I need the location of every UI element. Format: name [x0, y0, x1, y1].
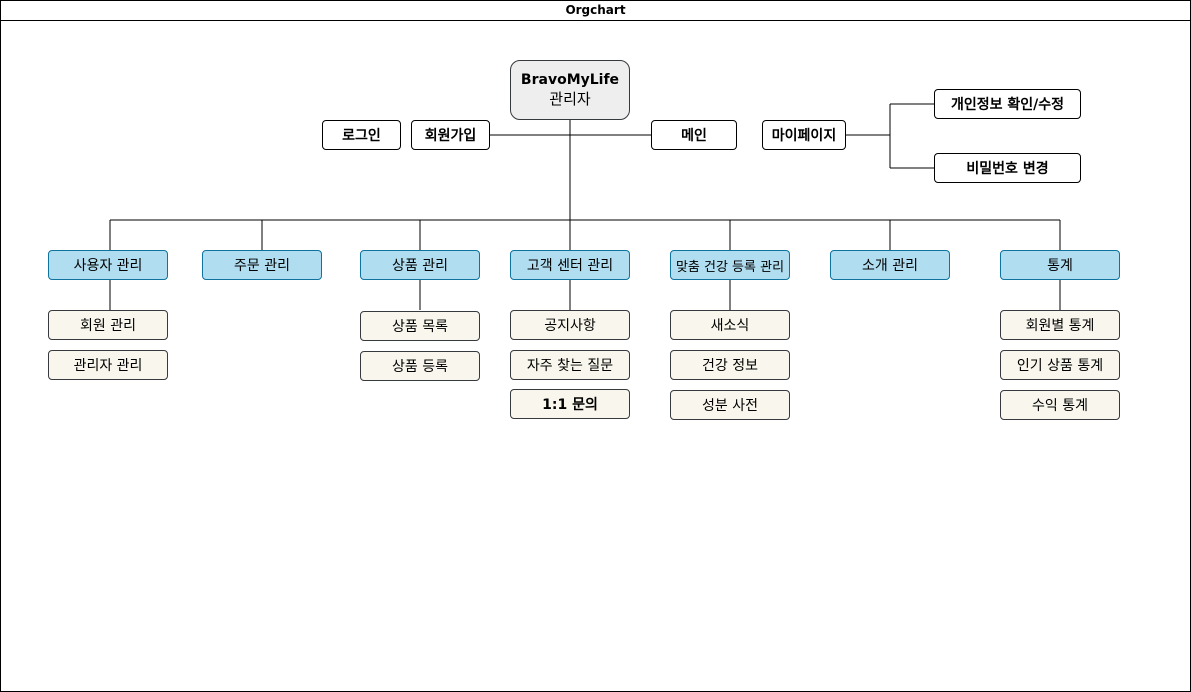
- leaf-product-list: 상품 목록: [360, 311, 480, 341]
- root-subtitle: 관리자: [549, 90, 591, 108]
- leaf-member-management: 회원 관리: [48, 310, 168, 340]
- leaf-popular-product-stats: 인기 상품 통계: [1000, 350, 1120, 380]
- root-node: BravoMyLife 관리자: [510, 60, 630, 120]
- mypage-node: 마이페이지: [762, 120, 846, 150]
- root-title: BravoMyLife: [520, 72, 620, 88]
- leaf-revenue-stats: 수익 통계: [1000, 390, 1120, 420]
- category-health-registration: 맞춤 건강 등록 관리: [670, 250, 790, 280]
- leaf-faq: 자주 찾는 질문: [510, 350, 630, 380]
- category-user-management: 사용자 관리: [48, 250, 168, 280]
- leaf-member-stats: 회원별 통계: [1000, 310, 1120, 340]
- category-intro-management: 소개 관리: [830, 250, 950, 280]
- leaf-inquiry: 1:1 문의: [510, 389, 630, 419]
- leaf-ingredient-dictionary: 성분 사전: [670, 390, 790, 420]
- category-order-management: 주문 관리: [202, 250, 322, 280]
- diagram-title: Orgchart: [1, 1, 1190, 21]
- password-change-node: 비밀번호 변경: [934, 153, 1081, 183]
- category-customer-center: 고객 센터 관리: [510, 250, 630, 280]
- leaf-product-register: 상품 등록: [360, 351, 480, 381]
- leaf-notice: 공지사항: [510, 310, 630, 340]
- main-node: 메인: [651, 120, 737, 150]
- leaf-news: 새소식: [670, 310, 790, 340]
- category-statistics: 통계: [1000, 250, 1120, 280]
- profile-edit-node: 개인정보 확인/수정: [934, 89, 1081, 119]
- category-product-management: 상품 관리: [360, 250, 480, 280]
- signup-node: 회원가입: [411, 120, 490, 150]
- login-node: 로그인: [322, 120, 401, 150]
- leaf-health-info: 건강 정보: [670, 350, 790, 380]
- leaf-admin-management: 관리자 관리: [48, 350, 168, 380]
